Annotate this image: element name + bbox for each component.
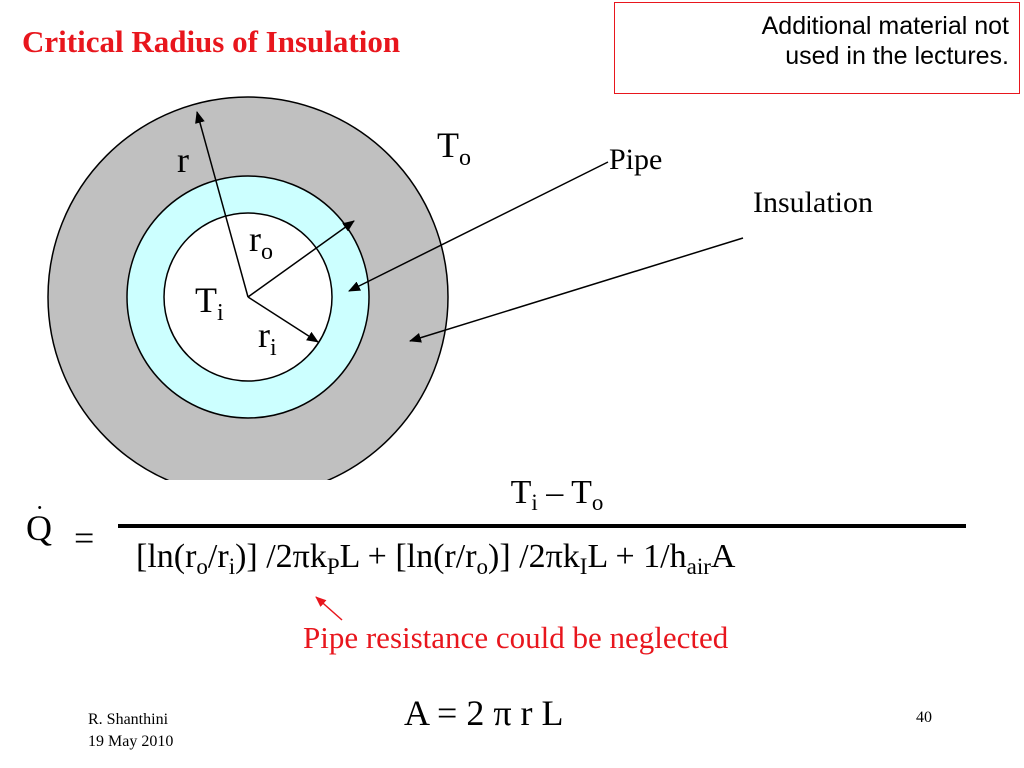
radius-r-arrow [195,111,249,298]
label-insulation: Insulation [753,186,873,219]
neglect-arrow [315,596,343,621]
slide-title: Critical Radius of Insulation [22,24,401,59]
heat-rate-symbol: ˙ Q [26,501,52,549]
heat-rate-dot: ˙ [35,501,45,532]
page-number: 40 [916,709,932,726]
heat-rate-letter: Q [26,508,52,548]
fraction-numerator: Ti – To [510,474,604,515]
insulation-callout-arrow [409,237,744,343]
resistance-fraction: Ti – To [ln(ro/ri)] /2πkPL + [ln(r/ro)] … [118,474,966,580]
area-equation: A = 2 π r L [404,693,564,733]
label-Ti: Ti [195,280,224,326]
fraction-bar [118,524,966,528]
fraction-denominator: [ln(ro/ri)] /2πkPL + [ln(r/ro)] /2πkIL +… [136,538,736,579]
label-ri: ri [258,315,277,361]
label-ro: ro [249,219,273,265]
label-To: To [437,125,471,171]
label-pipe: Pipe [609,143,663,176]
insulation-diagram [47,96,744,480]
author-date: 19 May 2010 [88,733,174,751]
author-name: R. Shanthini [88,711,169,728]
pipe-callout-arrow [348,161,609,292]
note-line-1: Additional material not [761,12,1009,40]
radius-ro-arrow [247,220,355,298]
footer-author: R. Shanthini 19 May 2010 [88,709,173,754]
neglect-note: Pipe resistance could be neglected [303,620,729,655]
radius-ri-arrow [247,296,319,343]
equals-sign: = [74,518,95,558]
label-r: r [177,140,189,180]
note-box: Additional material not used in the lect… [614,2,1020,94]
note-line-2: used in the lectures. [785,42,1009,70]
